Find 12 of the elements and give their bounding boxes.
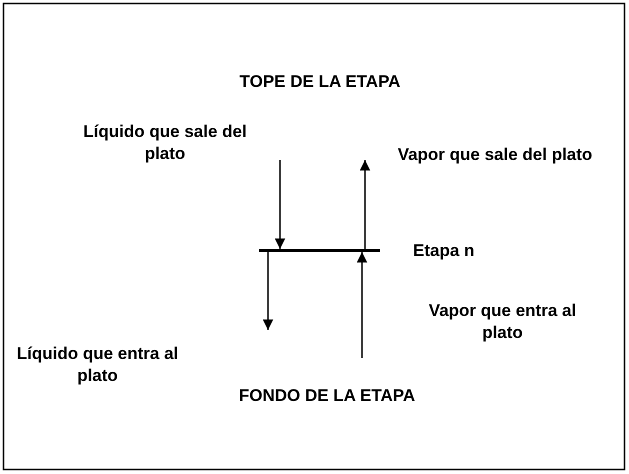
flow-label: Vapor que sale del plato bbox=[396, 144, 594, 166]
flow-label: Líquido que entra al plato bbox=[16, 343, 180, 387]
flow-label: Líquido que sale del plato bbox=[82, 121, 248, 165]
stage-heading: FONDO DE LA ETAPA bbox=[232, 384, 422, 430]
plate-line bbox=[259, 249, 380, 252]
arrow bbox=[262, 252, 274, 330]
arrow bbox=[274, 160, 286, 249]
flow-label: Vapor que entra al plato bbox=[428, 300, 578, 344]
arrow bbox=[356, 252, 368, 358]
stage-label: Etapa n bbox=[413, 240, 476, 262]
stage-heading: TOPE DE LA ETAPA bbox=[230, 70, 410, 116]
arrow bbox=[360, 160, 370, 249]
